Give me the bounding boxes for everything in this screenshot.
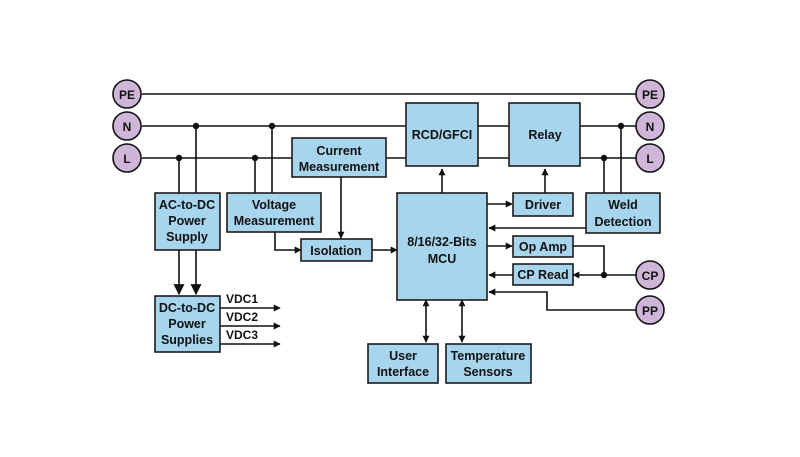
svg-text:L: L bbox=[646, 152, 653, 166]
svg-text:Power: Power bbox=[168, 317, 206, 331]
svg-text:Sensors: Sensors bbox=[463, 365, 512, 379]
vdc1-label: VDC1 bbox=[226, 292, 258, 306]
svg-text:Interface: Interface bbox=[377, 365, 429, 379]
svg-text:8/16/32-Bits: 8/16/32-Bits bbox=[407, 235, 477, 249]
terminal-l-left: L bbox=[112, 143, 142, 173]
ac-dc-power-supply-block: AC-to-DC Power Supply bbox=[154, 192, 221, 251]
mcu-block: 8/16/32-Bits MCU bbox=[396, 192, 488, 301]
svg-text:Isolation: Isolation bbox=[310, 244, 361, 258]
svg-text:Detection: Detection bbox=[595, 215, 652, 229]
pp-mcu-arrow bbox=[488, 288, 636, 311]
svg-text:MCU: MCU bbox=[428, 252, 456, 266]
voltage-measurement-block: Voltage Measurement bbox=[226, 192, 322, 233]
junctions bbox=[175, 122, 625, 279]
junction-dot bbox=[192, 122, 200, 130]
dc-dc-power-supplies-block: DC-to-DC Power Supplies bbox=[154, 295, 221, 353]
svg-text:User: User bbox=[389, 349, 417, 363]
terminal-n-left: N bbox=[112, 111, 142, 141]
junction-dot bbox=[600, 154, 608, 162]
vdc2-label: VDC2 bbox=[226, 310, 258, 324]
terminal-cp: CP bbox=[635, 260, 665, 290]
junction-dot bbox=[600, 271, 608, 279]
terminal-n-right: N bbox=[635, 111, 665, 141]
driver-block: Driver bbox=[512, 192, 574, 217]
svg-text:CP: CP bbox=[642, 269, 659, 283]
svg-text:N: N bbox=[123, 120, 132, 134]
svg-text:AC-to-DC: AC-to-DC bbox=[159, 198, 215, 212]
svg-text:Relay: Relay bbox=[528, 128, 561, 142]
svg-text:L: L bbox=[123, 152, 130, 166]
svg-text:Power: Power bbox=[168, 214, 206, 228]
svg-text:PP: PP bbox=[642, 304, 658, 318]
junction-dot bbox=[268, 122, 276, 130]
temperature-sensors-block: Temperature Sensors bbox=[445, 343, 532, 384]
svg-text:RCD/GFCI: RCD/GFCI bbox=[412, 128, 472, 142]
svg-text:Temperature: Temperature bbox=[451, 349, 526, 363]
svg-text:N: N bbox=[646, 120, 655, 134]
isolation-block: Isolation bbox=[300, 238, 373, 262]
op-amp-block: Op Amp bbox=[512, 235, 574, 258]
svg-text:Supply: Supply bbox=[166, 230, 208, 244]
junction-dot bbox=[175, 154, 183, 162]
weld-detection-block: Weld Detection bbox=[585, 192, 661, 234]
svg-text:Voltage: Voltage bbox=[252, 198, 296, 212]
vdc3-label: VDC3 bbox=[226, 328, 258, 342]
svg-text:Measurement: Measurement bbox=[234, 214, 315, 228]
svg-text:PE: PE bbox=[642, 88, 658, 102]
svg-text:Weld: Weld bbox=[608, 198, 638, 212]
current-measurement-block: Current Measurement bbox=[291, 137, 387, 178]
terminal-pe-right: PE bbox=[635, 79, 665, 109]
rcd-gfci-block: RCD/GFCI bbox=[405, 102, 479, 167]
svg-text:CP Read: CP Read bbox=[517, 268, 568, 282]
svg-text:Current: Current bbox=[316, 144, 362, 158]
svg-text:Driver: Driver bbox=[525, 198, 561, 212]
cp-read-block: CP Read bbox=[512, 263, 574, 286]
junction-dot bbox=[617, 122, 625, 130]
vm-iso-arrow bbox=[274, 232, 302, 254]
svg-text:Measurement: Measurement bbox=[299, 160, 380, 174]
terminal-l-right: L bbox=[635, 143, 665, 173]
svg-text:Op Amp: Op Amp bbox=[519, 240, 568, 254]
terminal-pp: PP bbox=[635, 295, 665, 325]
user-interface-block: User Interface bbox=[367, 343, 439, 384]
terminal-pe-left: PE bbox=[112, 79, 142, 109]
svg-text:Supplies: Supplies bbox=[161, 333, 213, 347]
svg-text:DC-to-DC: DC-to-DC bbox=[159, 301, 215, 315]
opamp-cp-wire bbox=[573, 245, 605, 275]
relay-block: Relay bbox=[508, 102, 581, 167]
junction-dot bbox=[251, 154, 259, 162]
svg-text:PE: PE bbox=[119, 88, 135, 102]
wires bbox=[142, 93, 636, 348]
